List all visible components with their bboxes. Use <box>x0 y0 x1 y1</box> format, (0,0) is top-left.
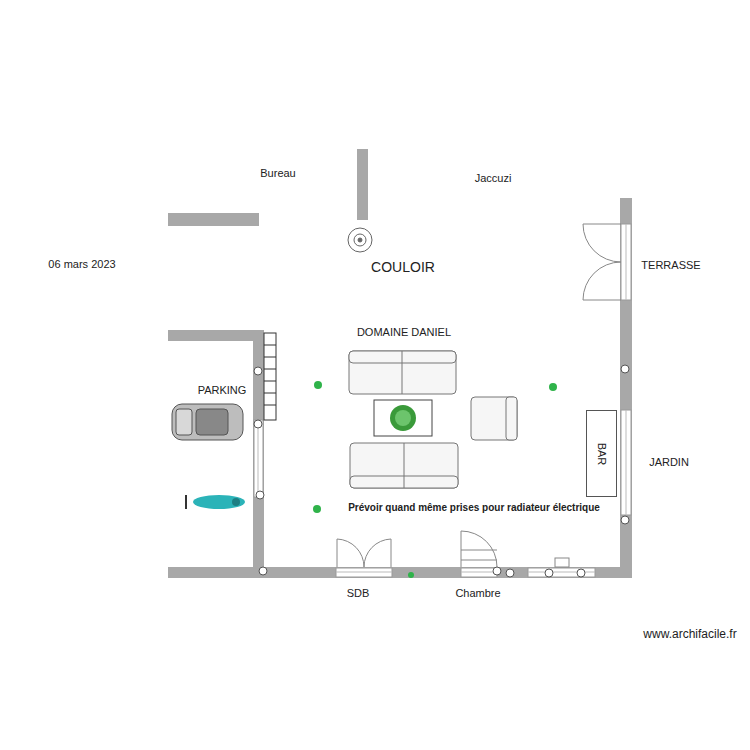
car <box>172 404 243 440</box>
light-point <box>313 505 321 513</box>
bookshelf <box>264 333 276 420</box>
power-outlet <box>254 367 262 375</box>
power-outlet <box>621 516 629 524</box>
scooter <box>232 498 240 506</box>
room-label: PARKING <box>198 384 247 397</box>
coffee-table <box>390 405 416 431</box>
window <box>254 224 631 577</box>
bookshelf <box>264 405 276 406</box>
door <box>337 539 364 567</box>
sofa <box>506 397 517 440</box>
window <box>528 568 595 577</box>
door <box>461 560 497 561</box>
room-label: Prévoir quand même prises pour radiateur… <box>348 502 600 514</box>
room-label: Chambre <box>455 587 500 600</box>
door <box>461 550 497 551</box>
room-label: Jaccuzi <box>475 172 512 185</box>
coffee-table <box>374 400 432 436</box>
car <box>196 409 228 435</box>
light-point <box>408 572 414 578</box>
window <box>461 568 497 577</box>
light-point <box>314 381 322 389</box>
power-outlet <box>256 491 264 499</box>
door <box>555 558 569 567</box>
bar-label: BAR <box>596 442 608 465</box>
room-label: 06 mars 2023 <box>48 258 115 271</box>
wall <box>168 330 264 341</box>
door <box>364 539 391 567</box>
power-outlet <box>254 365 629 577</box>
light-point <box>313 381 557 578</box>
coffee-table <box>395 410 411 426</box>
door <box>461 531 497 567</box>
bookshelf <box>264 381 276 382</box>
wall <box>253 330 264 578</box>
door <box>337 224 621 567</box>
window <box>621 410 631 515</box>
door <box>583 224 621 262</box>
bookshelf <box>264 393 276 394</box>
bookshelf <box>264 357 276 358</box>
wall <box>168 213 259 226</box>
window <box>254 420 263 497</box>
bookshelf <box>264 345 276 346</box>
room-label: www.archifacile.fr <box>643 627 736 641</box>
wall <box>168 149 632 578</box>
bookshelf <box>264 369 276 370</box>
ceiling-fan <box>348 228 372 252</box>
power-outlet <box>577 569 585 577</box>
coffee-table <box>374 400 432 436</box>
room-label: TERRASSE <box>641 259 700 272</box>
power-outlet <box>506 569 514 577</box>
room-label: COULOIR <box>371 259 435 276</box>
sofa <box>349 351 517 488</box>
door <box>583 262 621 300</box>
scooter <box>185 495 187 509</box>
room-label: JARDIN <box>649 456 689 469</box>
room-label: DOMAINE DANIEL <box>357 326 451 339</box>
wall <box>168 567 632 578</box>
wall <box>357 149 368 220</box>
window <box>621 224 631 300</box>
sofa <box>349 351 456 394</box>
window-pane <box>461 572 497 573</box>
window-pane <box>258 420 259 497</box>
power-outlet <box>259 567 267 575</box>
scooter <box>193 495 245 509</box>
sofa <box>402 351 403 394</box>
car <box>176 409 192 435</box>
window <box>336 568 392 577</box>
ceiling-fan <box>354 234 366 246</box>
ceiling-fan <box>348 228 372 252</box>
room-label: SDB <box>347 587 370 600</box>
ceiling-fan <box>358 238 362 242</box>
bar-counter: BAR <box>586 410 617 497</box>
power-outlet <box>254 420 262 428</box>
window-pane <box>626 410 627 515</box>
window-pane <box>336 572 392 573</box>
wall <box>620 198 632 578</box>
bookshelf <box>264 333 276 420</box>
window-pane <box>626 224 627 300</box>
room-label: Bureau <box>260 167 295 180</box>
sofa <box>471 397 517 440</box>
power-outlet <box>545 569 553 577</box>
light-point <box>549 383 557 391</box>
scooter <box>186 495 245 509</box>
sofa <box>404 443 405 488</box>
sofa <box>350 443 458 488</box>
power-outlet <box>493 567 501 575</box>
car <box>172 404 243 440</box>
power-outlet <box>621 365 629 373</box>
window-pane <box>258 224 626 572</box>
